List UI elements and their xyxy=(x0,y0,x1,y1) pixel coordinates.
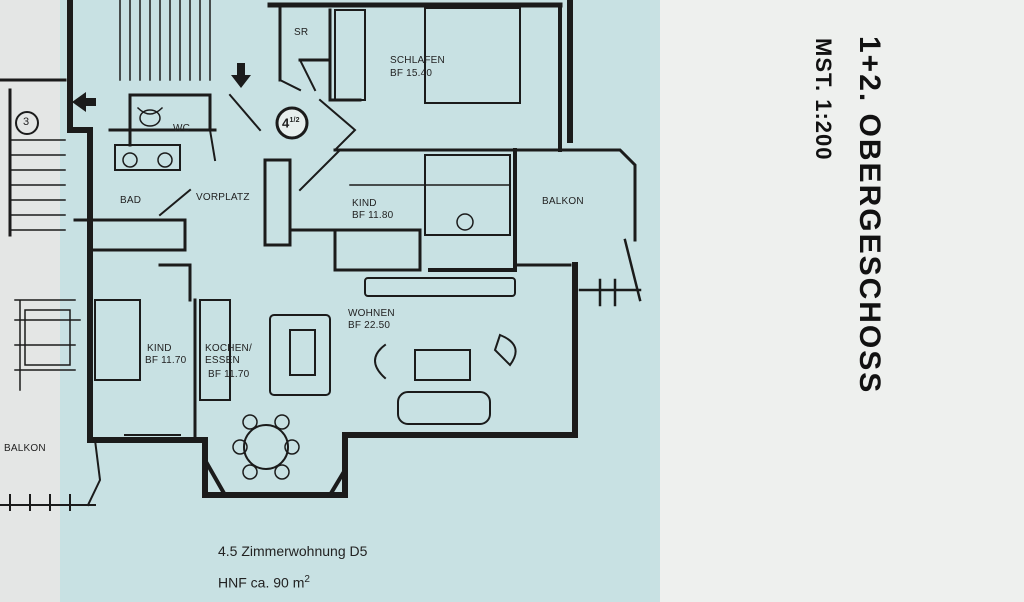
wall xyxy=(73,218,187,252)
room-area-kind-1: BF 11.80 xyxy=(352,210,394,221)
wall xyxy=(263,158,292,247)
room-area-kind-2: BF 11.70 xyxy=(145,355,187,366)
arrow-down-icon xyxy=(231,63,251,88)
wall xyxy=(513,148,637,242)
wall xyxy=(333,228,422,272)
unit-badge-fraction: 1/2 xyxy=(289,117,300,124)
room-label-sr: SR xyxy=(294,27,309,38)
sideboard xyxy=(364,277,516,297)
arrow-left-icon xyxy=(72,92,96,112)
wall xyxy=(428,148,517,272)
room-area-wohnen: BF 22.50 xyxy=(348,320,391,331)
room-label-balkon-right: BALKON xyxy=(542,196,584,207)
room-label-kind-2: KIND xyxy=(147,343,172,354)
room-label-kind-1: KIND xyxy=(352,198,377,209)
stair-number-circle xyxy=(15,111,39,135)
caption-area-text: HNF ca. 90 m xyxy=(218,574,305,591)
armchair xyxy=(493,333,517,367)
wall xyxy=(158,263,192,302)
dining-table xyxy=(243,424,289,470)
room-label-kochen: KOCHEN/ xyxy=(205,343,252,354)
room-label-essen: ESSEN xyxy=(205,355,240,366)
unit-badge-number: 4 xyxy=(282,115,290,131)
sheet-scale: MST. 1:200 xyxy=(811,38,836,161)
coffee-table xyxy=(414,349,471,381)
kind-bed xyxy=(424,154,511,236)
wall xyxy=(128,93,212,132)
unit-badge-circle xyxy=(275,106,309,140)
room-label-balkon-left: BALKON xyxy=(4,443,46,454)
stairs-left xyxy=(9,139,66,231)
stairs xyxy=(119,0,211,81)
room-label-wohnen: WOHNEN xyxy=(348,308,395,319)
sofa xyxy=(397,391,491,425)
room-label-schlafen: SCHLAFEN xyxy=(390,55,445,66)
living-bay xyxy=(202,457,348,498)
room-label-vorplatz: VORPLATZ xyxy=(196,192,250,203)
stair-number: 3 xyxy=(23,116,30,128)
armchair xyxy=(374,343,387,380)
caption-area-unit-sup: 2 xyxy=(304,574,310,585)
room-area-schlafen: BF 15.40 xyxy=(390,68,433,79)
fireplace xyxy=(269,314,331,396)
unit-badge: 41/2 xyxy=(282,115,300,131)
room-label-bad: BAD xyxy=(120,195,142,206)
wardrobe xyxy=(334,9,366,101)
outer-wall-living xyxy=(202,262,578,498)
caption-area: HNF ca. 90 m2 xyxy=(218,574,310,591)
room-label-wc: WC xyxy=(173,123,191,134)
caption-unit: 4.5 Zimmerwohnung D5 xyxy=(218,543,368,559)
bed xyxy=(424,7,521,104)
outer-wall xyxy=(67,0,203,443)
paper-background-right xyxy=(660,0,1024,602)
sheet-title: 1+2. OBERGESCHOSS xyxy=(853,36,886,395)
room-area-kochen: BF 11.70 xyxy=(208,369,250,380)
